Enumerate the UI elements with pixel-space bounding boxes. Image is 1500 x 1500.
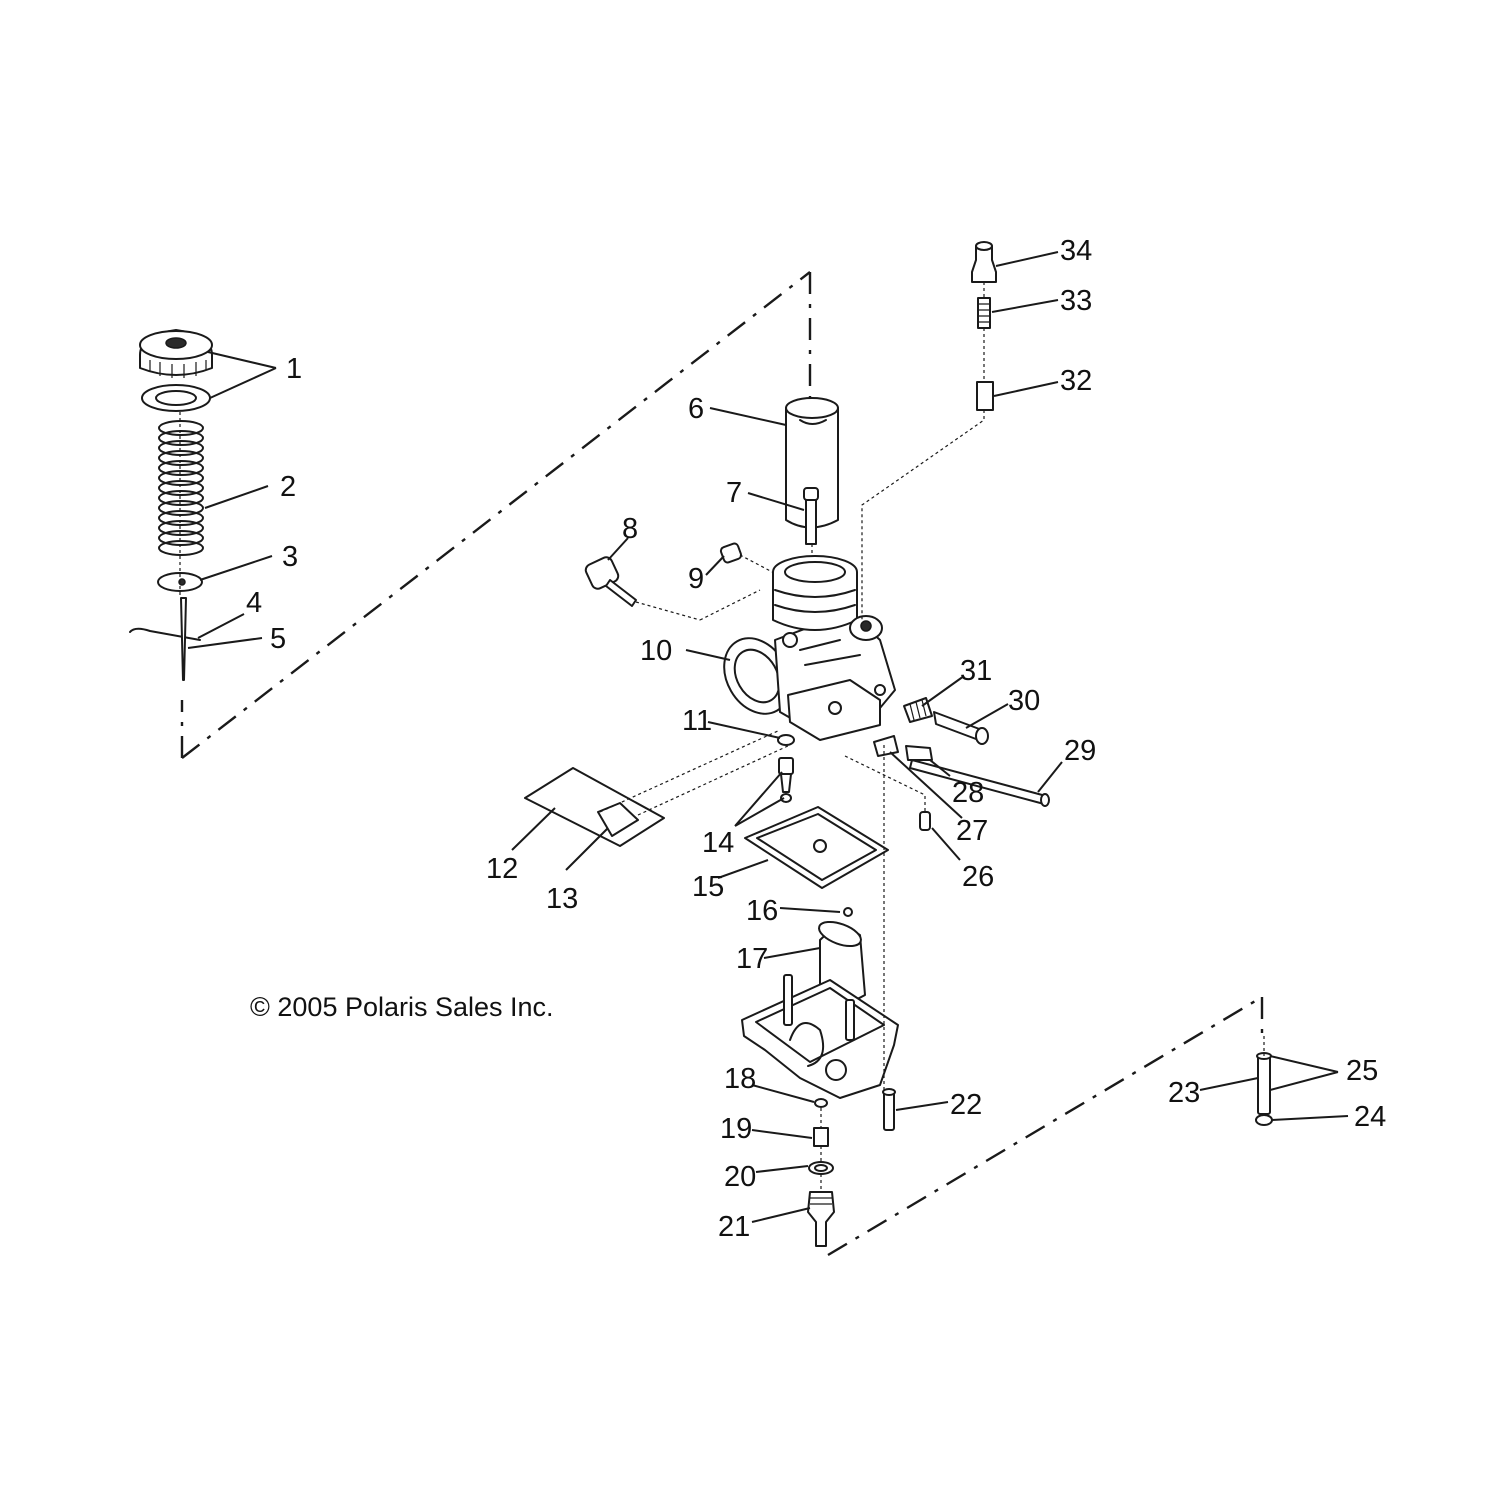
- callout-2: 2: [280, 471, 296, 503]
- copyright-notice: © 2005 Polaris Sales Inc.: [250, 992, 554, 1022]
- vent-cap: [719, 542, 743, 564]
- callout-30: 30: [1008, 685, 1040, 717]
- callout-28: 28: [952, 777, 984, 809]
- callout-14: 14: [702, 827, 734, 859]
- callout-31: 31: [960, 655, 992, 687]
- throttle-slide: [785, 397, 839, 529]
- callout-16: 16: [746, 895, 778, 927]
- callout-32: 32: [1060, 365, 1092, 397]
- callout-18: 18: [724, 1063, 756, 1095]
- drain-assembly: [807, 1098, 835, 1247]
- leader-lines: [187, 251, 1349, 1223]
- callout-22: 22: [950, 1089, 982, 1121]
- float-bowl-gasket: [744, 806, 889, 889]
- callout-33: 33: [1060, 285, 1092, 317]
- callout-19: 19: [720, 1113, 752, 1145]
- callout-23: 23: [1168, 1077, 1200, 1109]
- callout-6: 6: [688, 393, 704, 425]
- float-bowl: [741, 974, 899, 1099]
- main-jet-assembly: [777, 734, 795, 803]
- assembly-boundary-right: [827, 995, 1264, 1257]
- callout-27: 27: [956, 815, 988, 847]
- callout-1: 1: [286, 353, 302, 385]
- callout-12: 12: [486, 853, 518, 885]
- jet-needle: [179, 412, 187, 681]
- air-screw-assembly: [861, 241, 997, 620]
- callout-3: 3: [282, 541, 298, 573]
- callout-17: 17: [736, 943, 768, 975]
- callout-21: 21: [718, 1211, 750, 1243]
- needle-jet: [803, 487, 819, 570]
- choke-plunger: [584, 556, 701, 621]
- callout-7: 7: [726, 477, 742, 509]
- callout-5: 5: [270, 623, 286, 655]
- callout-13: 13: [546, 883, 578, 915]
- callout-4: 4: [246, 587, 262, 619]
- carburetor-body: [723, 555, 896, 741]
- callout-24: 24: [1354, 1101, 1386, 1133]
- callout-9: 9: [688, 563, 704, 595]
- callout-20: 20: [724, 1161, 756, 1193]
- needle-clip: [129, 627, 201, 641]
- drain-tube-assembly: [1255, 1036, 1273, 1126]
- callout-26: 26: [962, 861, 994, 893]
- callout-labels: 1 2 3 4 5 6 7 8 9 10 11 12 13 14 15 16 1…: [246, 235, 1386, 1243]
- assembly-boundary-left: [180, 271, 812, 759]
- callout-11: 11: [682, 705, 712, 737]
- spring: [158, 420, 204, 556]
- callout-10: 10: [640, 635, 672, 667]
- cap-assembly: [139, 329, 213, 412]
- callout-34: 34: [1060, 235, 1092, 267]
- callout-29: 29: [1064, 735, 1096, 767]
- bowl-screw: [882, 745, 896, 1131]
- callout-8: 8: [622, 513, 638, 545]
- throttle-stop-bracket: [524, 729, 791, 847]
- callout-15: 15: [692, 871, 724, 903]
- callout-25: 25: [1346, 1055, 1378, 1087]
